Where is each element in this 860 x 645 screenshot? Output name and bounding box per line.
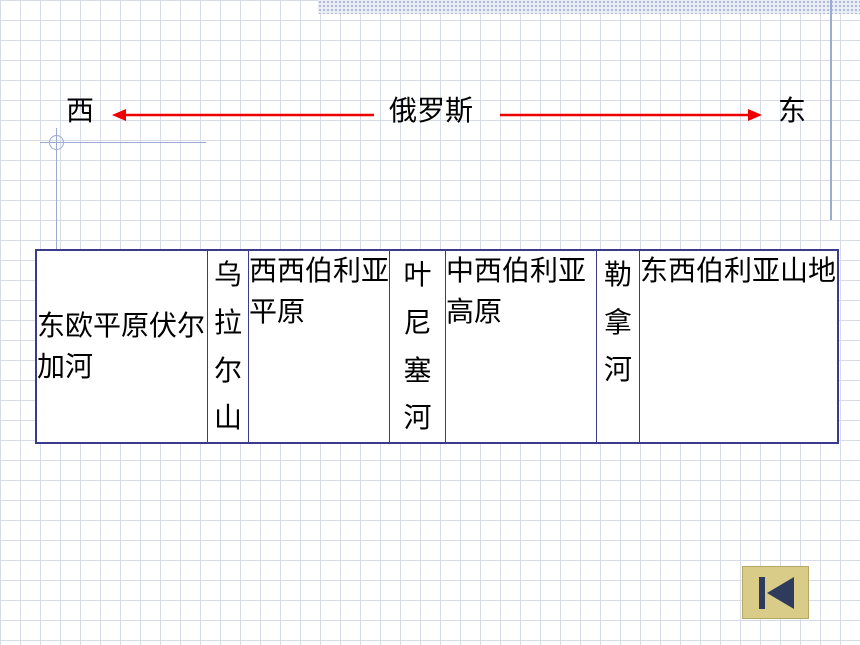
vertical-label: 勒拿河 xyxy=(603,258,632,387)
cell-east-european-plain: 东欧平原伏尔加河 xyxy=(35,249,208,444)
cell-ural-mountains: 乌拉尔山 xyxy=(207,249,249,444)
west-arrow xyxy=(112,109,374,121)
cell-lena-river: 勒拿河 xyxy=(596,249,640,444)
right-decor-line xyxy=(830,0,832,220)
cell-west-siberian-plain: 西西伯利亚平原 xyxy=(248,249,390,444)
decor-vertical-line xyxy=(56,128,57,298)
country-label: 俄罗斯 xyxy=(389,94,474,127)
cell-yenisei-river: 叶尼塞河 xyxy=(389,249,446,444)
skip-to-first-icon xyxy=(758,576,794,609)
top-decor-band xyxy=(318,0,860,14)
east-label: 东 xyxy=(778,94,807,127)
cell-east-siberian-mountains: 东西伯利亚山地 xyxy=(639,249,839,444)
decor-horizontal-line xyxy=(40,142,206,143)
cell-central-siberian-plateau: 中西伯利亚高原 xyxy=(445,249,597,444)
vertical-label: 叶尼塞河 xyxy=(403,258,432,435)
vertical-label: 乌拉尔山 xyxy=(213,258,242,435)
west-label: 西 xyxy=(66,94,95,127)
table-row: 东欧平原伏尔加河 乌拉尔山 西西伯利亚平原 叶尼塞河 中西伯利亚高原 勒拿河 东… xyxy=(35,249,839,444)
first-slide-button[interactable] xyxy=(742,566,809,619)
east-arrow xyxy=(500,109,762,121)
regions-table: 东欧平原伏尔加河 乌拉尔山 西西伯利亚平原 叶尼塞河 中西伯利亚高原 勒拿河 东… xyxy=(35,249,839,444)
decor-circle xyxy=(49,135,64,150)
